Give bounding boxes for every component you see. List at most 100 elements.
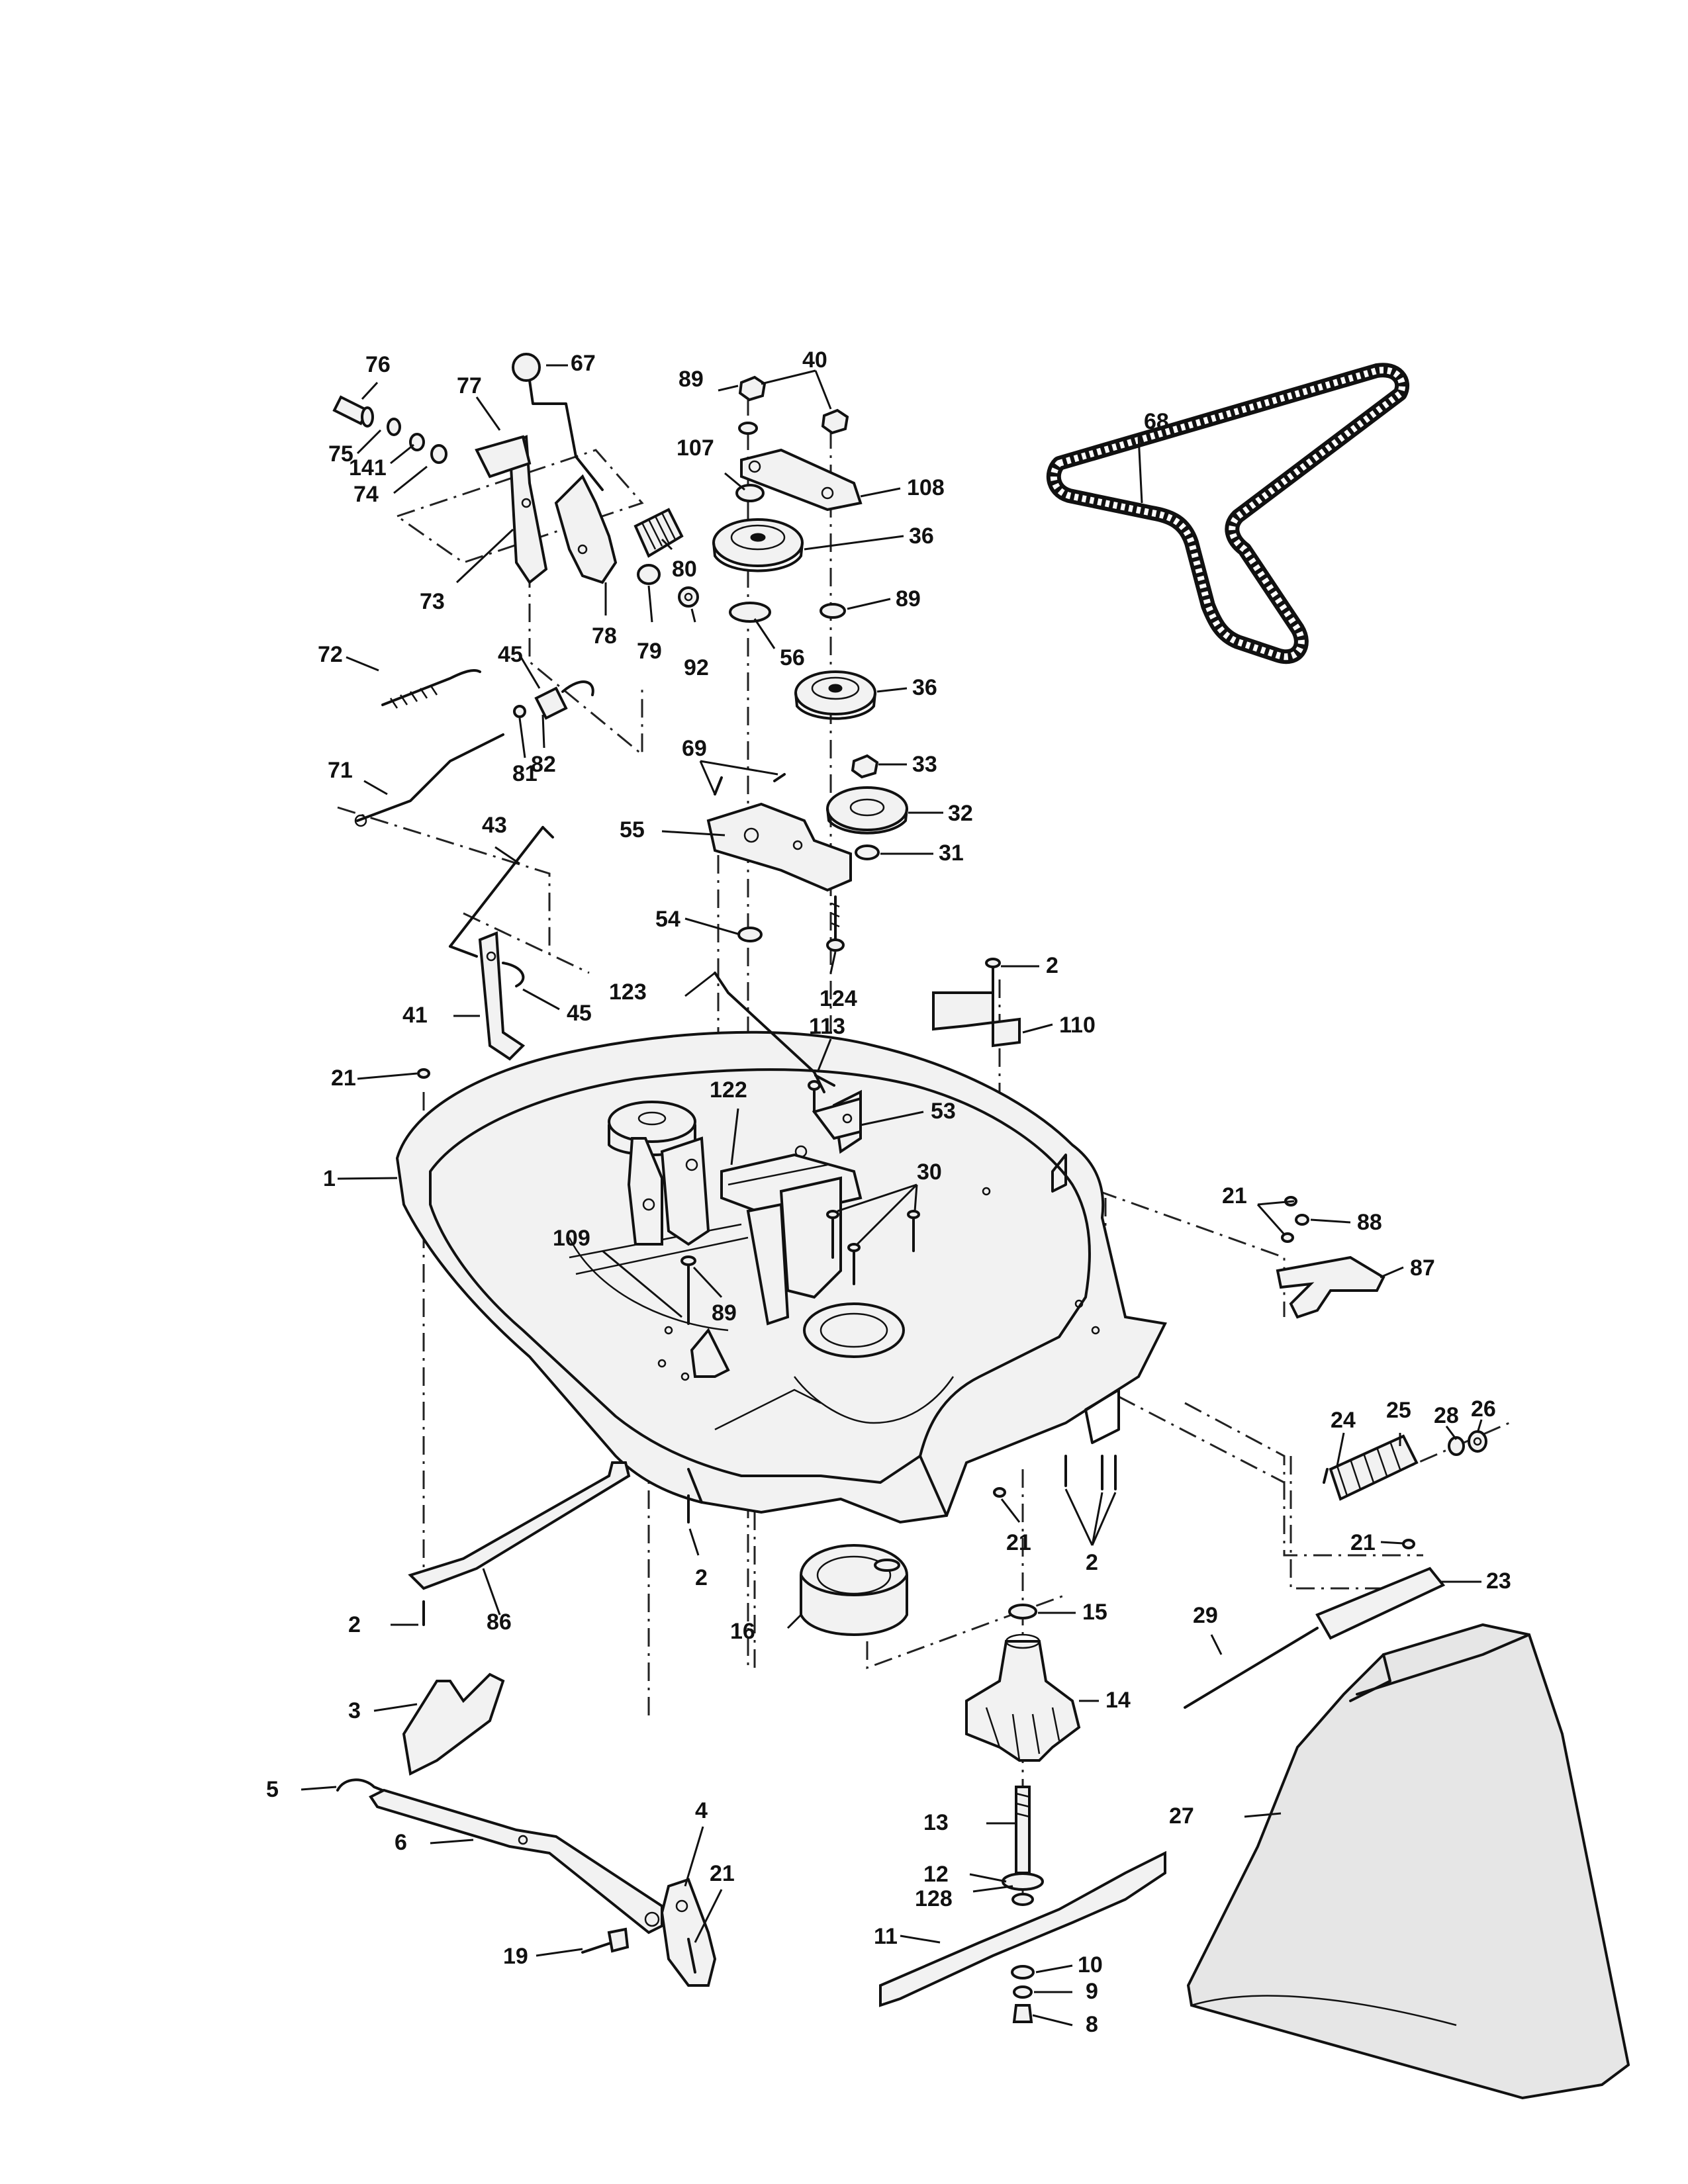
- callout-8: 8: [1086, 2012, 1098, 2037]
- callout-2-left: 2: [348, 1612, 361, 1637]
- callout-123: 123: [609, 979, 647, 1005]
- callout-41: 41: [402, 1003, 428, 1028]
- callout-21-right: 21: [1222, 1183, 1247, 1208]
- callout-33: 33: [912, 752, 937, 777]
- callout-88: 88: [1357, 1210, 1382, 1235]
- callout-21-bracket: 21: [710, 1861, 735, 1886]
- deck-spindle-pulley: [608, 1101, 710, 1246]
- spindle-housing: [965, 1604, 1081, 1762]
- callout-23: 23: [1486, 1569, 1511, 1594]
- rod-123: [714, 972, 835, 1113]
- spring-and-link-group: [354, 669, 594, 827]
- callout-36-bottom: 36: [912, 675, 937, 700]
- callout-2-deck-right: 2: [1086, 1550, 1098, 1575]
- callout-69: 69: [682, 736, 707, 761]
- callout-92: 92: [684, 655, 709, 680]
- callout-107: 107: [677, 435, 714, 461]
- callout-55: 55: [620, 817, 645, 842]
- callout-89-top: 89: [679, 367, 704, 392]
- bar-86: [408, 1461, 631, 1590]
- callout-4: 4: [695, 1798, 708, 1823]
- callout-124: 124: [820, 986, 857, 1011]
- callout-122: 122: [710, 1077, 747, 1103]
- callout-53: 53: [931, 1099, 956, 1124]
- callout-2-top: 2: [1046, 953, 1058, 978]
- callout-141: 141: [349, 455, 387, 480]
- callout-80: 80: [672, 557, 697, 582]
- callout-128: 128: [915, 1886, 953, 1911]
- callout-2-deck-front: 2: [695, 1565, 708, 1590]
- ring-16: [800, 1544, 908, 1636]
- callout-26: 26: [1471, 1396, 1496, 1422]
- callout-75: 75: [328, 441, 353, 467]
- callout-leaders: [301, 364, 1483, 2026]
- callout-21-under-deck: 21: [1006, 1530, 1031, 1555]
- callout-78: 78: [592, 623, 617, 649]
- link-bar-assembly: [336, 1778, 717, 1987]
- rod-and-link-group: [449, 826, 554, 1061]
- callout-81: 81: [512, 761, 538, 786]
- callout-21-chute: 21: [1350, 1530, 1376, 1555]
- callout-89-mid: 89: [896, 586, 921, 612]
- bracket-3: [402, 1672, 505, 1776]
- callout-10: 10: [1078, 1952, 1103, 1978]
- callout-31: 31: [939, 841, 964, 866]
- callout-16: 16: [730, 1619, 755, 1644]
- callout-3: 3: [348, 1698, 361, 1723]
- callout-89-deck: 89: [712, 1300, 737, 1326]
- callout-11: 11: [874, 1924, 898, 1949]
- idler-pulley-stack: [706, 375, 908, 952]
- callout-15: 15: [1082, 1600, 1107, 1625]
- callout-56: 56: [780, 645, 805, 670]
- callout-14: 14: [1105, 1688, 1131, 1713]
- callout-77: 77: [457, 373, 482, 398]
- callout-45-mid: 45: [567, 1001, 592, 1026]
- callout-74: 74: [353, 482, 379, 507]
- spindle-shaft-blade: [879, 1786, 1166, 2023]
- lift-lever-assembly: [332, 353, 699, 608]
- callout-82: 82: [531, 752, 556, 777]
- callout-30: 30: [917, 1160, 942, 1185]
- callout-45-top: 45: [498, 642, 523, 667]
- callout-19: 19: [503, 1944, 528, 1969]
- callout-labels: 67 76 77 75 141 74 73 80 78 79 92 89 40 …: [266, 347, 1511, 2037]
- callout-108: 108: [907, 475, 945, 500]
- center-bracket-assembly: [720, 1089, 863, 1326]
- callout-36-top: 36: [909, 523, 934, 549]
- callout-73: 73: [420, 589, 445, 614]
- callout-12: 12: [923, 1862, 949, 1887]
- callout-110: 110: [1059, 1013, 1096, 1038]
- callout-71: 71: [328, 758, 353, 783]
- callout-109: 109: [553, 1226, 590, 1251]
- callout-86: 86: [487, 1610, 512, 1635]
- callout-1: 1: [323, 1166, 336, 1191]
- bracket-110: [932, 958, 1021, 1048]
- callout-25: 25: [1386, 1398, 1411, 1423]
- callout-87: 87: [1410, 1255, 1435, 1281]
- callout-54: 54: [655, 907, 680, 932]
- drive-belt: [1046, 363, 1410, 664]
- callout-76: 76: [365, 352, 391, 377]
- callout-5: 5: [266, 1777, 279, 1802]
- callout-72: 72: [318, 642, 343, 667]
- callout-27: 27: [1169, 1803, 1194, 1829]
- callout-6: 6: [395, 1830, 407, 1855]
- callout-29: 29: [1193, 1603, 1218, 1628]
- callout-67: 67: [571, 351, 596, 376]
- callout-28: 28: [1434, 1403, 1459, 1428]
- bracket-87: [1276, 1255, 1385, 1319]
- callout-24: 24: [1331, 1408, 1356, 1433]
- chute-spring-group: [1184, 1430, 1487, 1709]
- callout-21-left: 21: [331, 1066, 356, 1091]
- callout-13: 13: [923, 1810, 949, 1835]
- callout-79: 79: [637, 639, 662, 664]
- callout-40: 40: [802, 347, 827, 373]
- callout-68: 68: [1144, 409, 1169, 434]
- callout-43: 43: [482, 813, 507, 838]
- discharge-chute: [1186, 1623, 1630, 2100]
- callout-32: 32: [948, 801, 973, 826]
- callout-113: 113: [809, 1014, 845, 1039]
- callout-9: 9: [1086, 1979, 1098, 2004]
- deck-bolt-bracket: [680, 1255, 730, 1378]
